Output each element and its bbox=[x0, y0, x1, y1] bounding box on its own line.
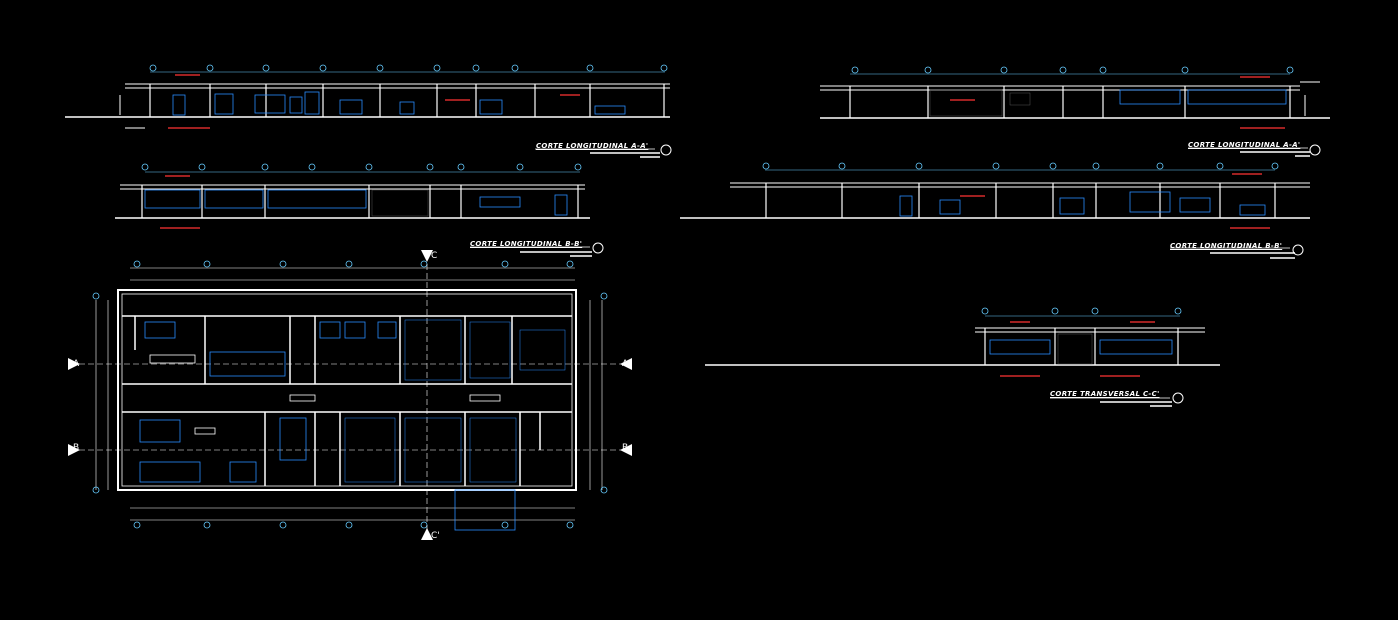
section-aa-left-label: CORTE LONGITUDINAL A-A' bbox=[536, 142, 649, 150]
axis-c-bottom-label: C' bbox=[431, 531, 440, 541]
axis-c-top-label: C bbox=[431, 251, 438, 261]
section-aa-right-label: CORTE LONGITUDINAL A-A' bbox=[1188, 141, 1301, 149]
floor-plan bbox=[70, 255, 630, 535]
section-cc-label: CORTE TRANSVERSAL C-C' bbox=[1050, 390, 1160, 398]
axis-b-right-label: B bbox=[622, 443, 629, 453]
section-aa-left bbox=[65, 64, 670, 129]
section-aa-right bbox=[820, 66, 1330, 129]
axis-markers bbox=[68, 250, 632, 540]
section-bb-right bbox=[680, 162, 1310, 229]
section-bb-left bbox=[115, 163, 590, 229]
axis-b-left-label: B bbox=[73, 443, 80, 453]
section-bb-right-marker-icon bbox=[1292, 244, 1304, 256]
section-bb-left-marker-icon bbox=[592, 242, 604, 254]
axis-a-right-label: A bbox=[622, 359, 629, 369]
section-cc-marker-icon bbox=[1172, 392, 1184, 404]
axis-a-left-label: A bbox=[73, 359, 80, 369]
section-bb-left-label: CORTE LONGITUDINAL B-B' bbox=[470, 240, 583, 248]
section-aa-left-marker-icon bbox=[660, 144, 672, 156]
section-bb-right-label: CORTE LONGITUDINAL B-B' bbox=[1170, 242, 1283, 250]
section-cc bbox=[705, 307, 1220, 377]
section-aa-right-marker-icon bbox=[1309, 144, 1321, 156]
